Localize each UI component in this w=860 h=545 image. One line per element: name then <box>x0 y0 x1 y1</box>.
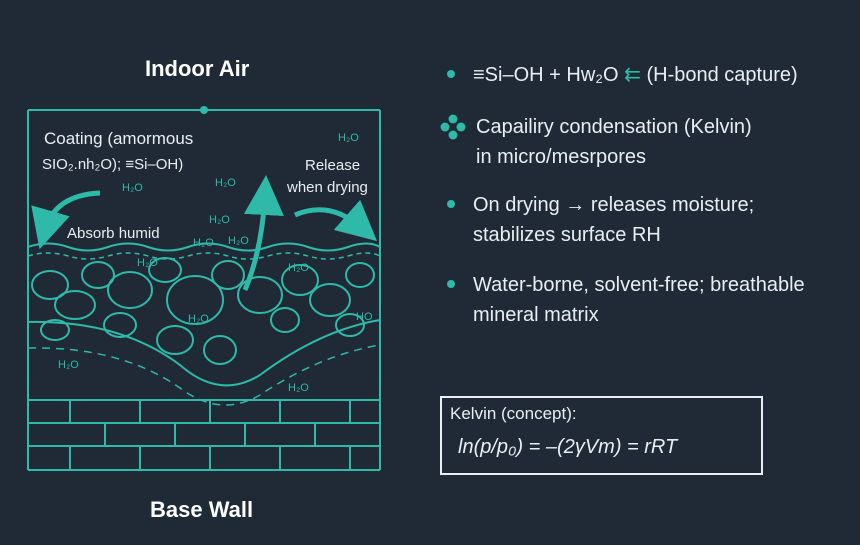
h2o-label: H₂O <box>338 132 359 144</box>
bullet-item: ≡Si–OH + Hw₂O ⇇ (H-bond capture) <box>447 60 798 90</box>
absorb-label: Absorb humid <box>67 225 160 242</box>
h2o-label: H₂O <box>193 237 214 249</box>
h2o-label: H₂O <box>288 262 309 274</box>
brick-wall <box>28 399 380 470</box>
bullet-text-line2: in micro/mesrpores <box>476 146 647 168</box>
release-up-arrow <box>242 175 284 291</box>
bullet-text: Water-borne, solvent-free; breathable <box>473 274 805 296</box>
bullet-suffix: (H-bond capture) <box>640 64 798 86</box>
bullet-item: On drying → releases moisture; stabilize… <box>447 190 754 250</box>
bullet-text-line2: mineral matrix <box>473 304 599 326</box>
bullet-text: ≡Si–OH + Hw₂O <box>473 64 619 86</box>
left-arrows-icon: ⇇ <box>624 64 641 86</box>
mineral-particles <box>31 257 375 365</box>
bullet-dot-icon <box>447 70 455 78</box>
coating-label-line2: SIO₂.nh₂O); ≡Si–OH) <box>42 156 184 173</box>
indoor-air-title: Indoor Air <box>145 56 250 81</box>
kelvin-equation: ln(p/p₀) = –(2γVm) = rRT <box>458 436 678 458</box>
kelvin-title: Kelvin (concept): <box>450 404 577 423</box>
release-side-arrow <box>294 199 378 242</box>
h2o-label: H₂O <box>209 214 230 226</box>
substrate-curve <box>27 319 381 387</box>
bullet-text-line2: stabilizes surface RH <box>473 224 661 246</box>
coating-label-line1: Coating (amormous <box>44 129 194 148</box>
bullet-text: Capailiry condensation (Kelvin) <box>476 116 752 138</box>
kelvin-equation-box: Kelvin (concept): ln(p/p₀) = –(2γVm) = r… <box>440 396 763 475</box>
coating-surface <box>27 242 381 252</box>
absorb-arrow <box>31 190 101 250</box>
top-line-node <box>200 106 208 114</box>
bullet-dot-icon <box>447 200 455 208</box>
h2o-label: H₂O <box>188 313 209 325</box>
base-wall-title: Base Wall <box>150 497 254 522</box>
release-label-line2: when drying <box>287 179 368 196</box>
release-label-line1: Release <box>305 157 361 174</box>
cluster-dots-icon <box>440 114 466 140</box>
h2o-label: H₂O <box>228 235 249 247</box>
h2o-label: H₂O <box>137 257 158 269</box>
h2o-label: H₂O <box>215 177 236 189</box>
bullet-dot-icon <box>447 280 455 288</box>
bullet-item: Water-borne, solvent-free; breathable mi… <box>447 270 805 330</box>
bullet-text: On drying → releases moisture; <box>473 194 755 216</box>
coating-surface-dashed <box>27 252 381 260</box>
h2o-label: H₂O <box>58 359 79 371</box>
bullet-item: Capailiry condensation (Kelvin) in micro… <box>440 112 752 172</box>
h2o-label: H₂O <box>122 182 143 194</box>
substrate-curve-dashed <box>27 344 381 406</box>
h2o-label: H₂O <box>288 382 309 394</box>
h2o-label: HO <box>356 311 373 323</box>
